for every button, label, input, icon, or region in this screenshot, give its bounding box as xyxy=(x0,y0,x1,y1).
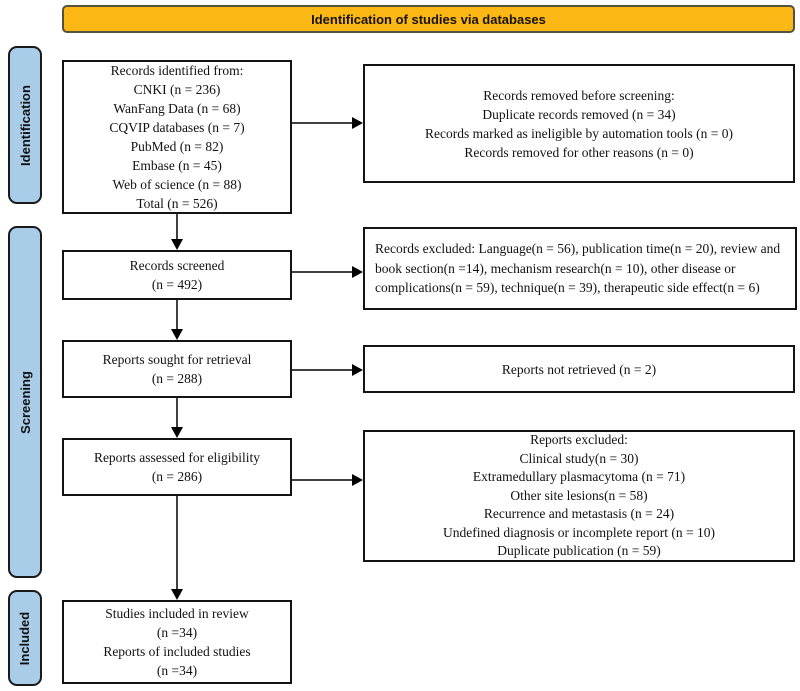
box-studies-included-line: Studies included in review xyxy=(105,606,249,621)
stage-screening: Screening xyxy=(8,226,42,578)
box-reports-not-retrieved: Reports not retrieved (n = 2) xyxy=(363,345,795,393)
arrow-screened-to-sought-line xyxy=(176,300,178,330)
box-reports-sought-line: (n = 288) xyxy=(151,371,203,386)
box-reports-excluded-line: Clinical study(n = 30) xyxy=(519,450,639,466)
stage-identification-label: Identification xyxy=(17,84,33,166)
box-records-identified-line: WanFang Data (n = 68) xyxy=(113,101,241,116)
arrow-assessed-to-reportsexcluded-head xyxy=(352,474,363,486)
box-reports-excluded-line: Duplicate publication (n = 59) xyxy=(497,543,661,559)
arrow-screened-to-excluded-head xyxy=(352,266,363,278)
box-records-removed-line: Duplicate records removed (n = 34) xyxy=(482,106,676,122)
arrow-screened-to-excluded-line xyxy=(292,271,352,273)
box-reports-assessed-line: Reports assessed for eligibility xyxy=(93,450,261,465)
box-records-excluded-text: Records excluded: Language(n = 56), publ… xyxy=(375,241,781,296)
box-records-removed-line: Records removed before screening: xyxy=(483,87,675,103)
arrow-sought-to-assessed-head xyxy=(171,427,183,438)
box-records-identified-line: CQVIP databases (n = 7) xyxy=(109,120,245,135)
box-records-screened-line: (n = 492) xyxy=(151,277,203,292)
box-reports-excluded-line: Extramedullary plasmacytoma (n = 71) xyxy=(472,469,686,485)
box-studies-included-line: (n =34) xyxy=(156,625,198,640)
box-reports-assessed-line: (n = 286) xyxy=(151,469,203,484)
stage-identification: Identification xyxy=(8,46,42,204)
box-reports-excluded-line: Recurrence and metastasis (n = 24) xyxy=(483,506,675,522)
box-records-identified-line: CNKI (n = 236) xyxy=(133,82,221,97)
arrow-assessed-to-included-head xyxy=(171,589,183,600)
arrow-assessed-to-included-line xyxy=(176,496,178,590)
box-records-removed-line: Records removed for other reasons (n = 0… xyxy=(464,144,694,160)
box-studies-included-line: Reports of included studies xyxy=(103,644,251,659)
box-studies-included: Studies included in review (n =34) Repor… xyxy=(62,600,292,684)
diagram-title: Identification of studies via databases xyxy=(311,11,546,27)
box-reports-assessed: Reports assessed for eligibility (n = 28… xyxy=(62,438,292,496)
box-reports-sought-line: Reports sought for retrieval xyxy=(102,352,252,367)
arrow-sought-to-notretrieved-head xyxy=(352,364,363,376)
box-reports-excluded-line: Reports excluded: xyxy=(530,432,628,448)
arrow-assessed-to-reportsexcluded-line xyxy=(292,479,352,481)
arrow-identified-to-screened-line xyxy=(176,214,178,240)
box-records-identified: Records identified from: CNKI (n = 236) … xyxy=(62,60,292,214)
box-reports-excluded-line: Other site lesions(n = 58) xyxy=(510,487,648,503)
box-records-removed-line: Records marked as ineligible by automati… xyxy=(425,125,733,141)
box-reports-sought: Reports sought for retrieval (n = 288) xyxy=(62,340,292,398)
box-reports-not-retrieved-line: Reports not retrieved (n = 2) xyxy=(501,361,657,377)
diagram-header: Identification of studies via databases xyxy=(62,5,795,33)
box-records-identified-line: Embase (n = 45) xyxy=(132,158,222,173)
box-records-identified-line: Total (n = 526) xyxy=(136,196,218,211)
box-studies-included-line: (n =34) xyxy=(156,663,198,678)
box-records-screened-line: Records screened xyxy=(129,258,225,273)
box-reports-excluded: Reports excluded: Clinical study(n = 30)… xyxy=(363,430,795,562)
box-records-identified-line: Web of science (n = 88) xyxy=(112,177,242,192)
box-records-removed: Records removed before screening: Duplic… xyxy=(363,64,795,183)
arrow-screened-to-sought-head xyxy=(171,329,183,340)
box-reports-excluded-line: Undefined diagnosis or incomplete report… xyxy=(443,524,715,540)
arrow-identified-to-screened-head xyxy=(171,239,183,250)
box-records-excluded: Records excluded: Language(n = 56), publ… xyxy=(363,227,797,310)
arrow-sought-to-assessed-line xyxy=(176,398,178,428)
arrow-identified-to-removed-line xyxy=(292,122,352,124)
box-records-identified-line: Records identified from: xyxy=(110,63,244,78)
stage-screening-label: Screening xyxy=(17,370,33,434)
arrow-sought-to-notretrieved-line xyxy=(292,369,352,371)
arrow-identified-to-removed-head xyxy=(352,117,363,129)
box-records-screened: Records screened (n = 492) xyxy=(62,250,292,300)
stage-included-label: Included xyxy=(17,611,33,665)
stage-included: Included xyxy=(8,590,42,686)
box-records-identified-line: PubMed (n = 82) xyxy=(130,139,224,154)
